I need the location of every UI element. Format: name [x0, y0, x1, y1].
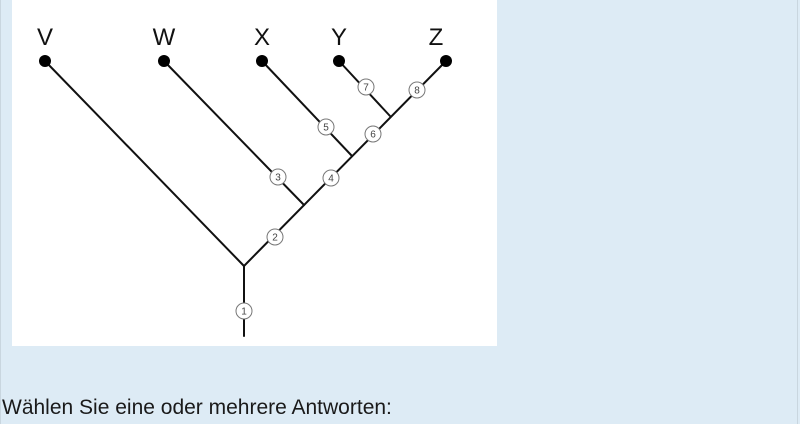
taxon-label-x: X: [254, 24, 270, 51]
cladogram-svg: V W X Y Z 1 2 3 4 5 6: [37, 24, 452, 337]
svg-text:5: 5: [323, 123, 329, 134]
answer-prompt: Wählen Sie eine oder mehrere Antworten:: [2, 396, 392, 419]
svg-text:6: 6: [370, 130, 376, 141]
terminal-dot-z: [440, 55, 452, 67]
marker-4: 4: [322, 169, 340, 187]
marker-5: 5: [317, 118, 335, 136]
right-border: [797, 0, 798, 424]
svg-text:3: 3: [275, 173, 281, 184]
svg-text:2: 2: [272, 233, 278, 244]
cladogram-figure: V W X Y Z 1 2 3 4 5 6: [12, 0, 497, 346]
marker-6: 6: [364, 125, 382, 143]
marker-3: 3: [269, 168, 287, 186]
marker-2: 2: [266, 228, 284, 246]
taxon-label-z: Z: [429, 24, 444, 51]
svg-text:7: 7: [363, 83, 369, 94]
svg-text:8: 8: [414, 86, 420, 97]
taxon-label-y: Y: [331, 24, 347, 51]
terminal-dot-v: [39, 55, 51, 67]
marker-8: 8: [408, 81, 426, 99]
terminal-dot-x: [256, 55, 268, 67]
terminal-dot-w: [158, 55, 170, 67]
terminal-dot-y: [333, 55, 345, 67]
svg-text:4: 4: [328, 174, 334, 185]
marker-1: 1: [235, 302, 253, 320]
taxon-label-v: V: [37, 24, 53, 51]
taxon-label-w: W: [153, 24, 176, 51]
left-border: [0, 0, 1, 424]
branch-x: [261, 60, 353, 157]
svg-text:1: 1: [241, 307, 247, 318]
marker-7: 7: [357, 78, 375, 96]
branch-v: [44, 60, 245, 267]
